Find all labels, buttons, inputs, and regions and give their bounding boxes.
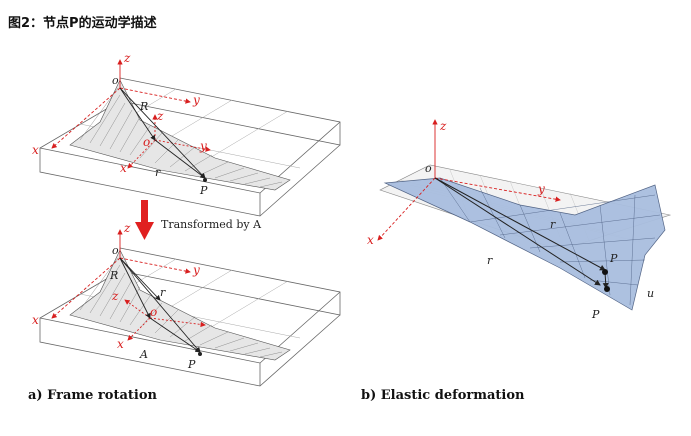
label-P: P xyxy=(187,358,196,371)
label-r2: r xyxy=(487,254,493,267)
label-P-prime: P xyxy=(591,308,600,321)
label-oi: o xyxy=(425,162,432,175)
panel-a-top-diagram: o z y x R z o y x r P xyxy=(32,51,341,217)
label-P: P xyxy=(609,252,618,265)
label-x: x xyxy=(32,143,39,157)
label-x: x xyxy=(32,313,39,327)
label-oi: o xyxy=(143,135,150,149)
label-y: y xyxy=(192,93,200,107)
label-xi: x xyxy=(120,161,127,175)
label-P: P xyxy=(199,184,208,197)
transform-label: Transformed by A xyxy=(161,218,262,231)
caption-a: a) Frame rotation xyxy=(28,388,157,403)
label-zi: z xyxy=(156,109,164,123)
label-Ar: A xyxy=(139,348,148,361)
label-z: z xyxy=(123,51,131,65)
label-zi: z xyxy=(439,119,447,133)
label-u: u xyxy=(647,287,654,300)
caption-b: b) Elastic deformation xyxy=(361,388,525,403)
label-xi: x xyxy=(367,233,374,247)
label-yi: y xyxy=(199,139,207,153)
label-y: y xyxy=(192,263,200,277)
panel-a-bottom-diagram: o z y x R z o x r A P xyxy=(32,221,341,387)
label-oi: o xyxy=(150,305,157,319)
label-R: R xyxy=(109,269,118,282)
label-o: o xyxy=(112,244,119,257)
label-o: o xyxy=(112,74,119,87)
panel-b-diagram: z o y x r r P P u xyxy=(367,119,672,321)
label-R: R xyxy=(139,100,148,113)
label-r: r xyxy=(160,286,166,299)
label-r: r xyxy=(155,166,161,179)
transform-arrow: Transformed by A xyxy=(135,200,262,240)
label-zi: z xyxy=(111,289,119,303)
label-z: z xyxy=(123,221,131,235)
label-r1: r xyxy=(550,218,556,231)
label-xi: x xyxy=(117,337,124,351)
figure-title: 图2：节点P的运动学描述 xyxy=(8,16,157,31)
label-yi: y xyxy=(537,182,545,196)
